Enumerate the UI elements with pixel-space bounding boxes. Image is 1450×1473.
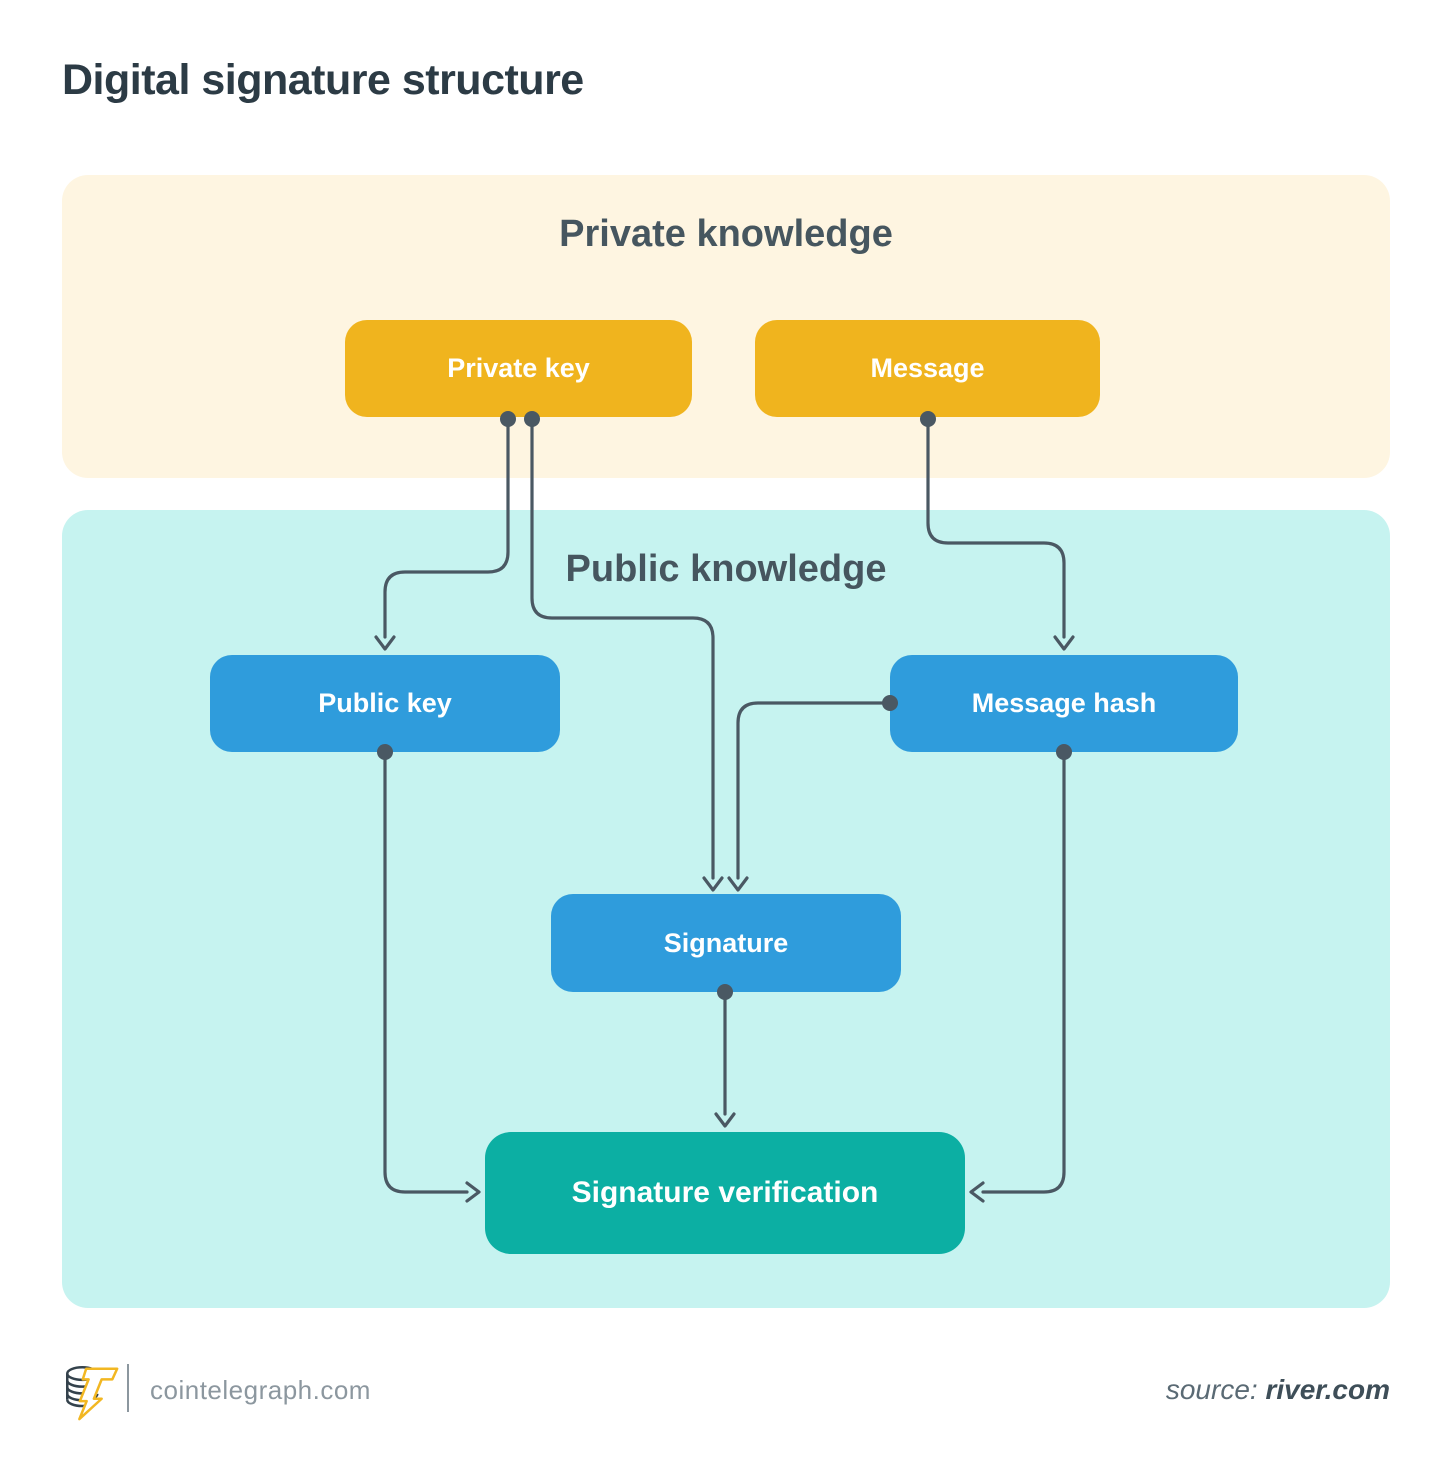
- node-message-hash-label: Message hash: [971, 688, 1157, 718]
- node-public-key-label: Public key: [318, 688, 452, 718]
- cointelegraph-logo: [66, 1366, 119, 1421]
- source-name: river.com: [1265, 1374, 1390, 1405]
- footer-divider: [127, 1364, 129, 1412]
- node-signature-verification: Signature verification: [485, 1132, 965, 1254]
- node-signature-verification-label: Signature verification: [571, 1176, 879, 1209]
- lightning-t-icon: [78, 1367, 119, 1421]
- node-signature-label: Signature: [663, 927, 789, 958]
- node-private-key: Private key: [345, 320, 692, 417]
- public-knowledge-heading: Public knowledge: [565, 548, 887, 590]
- node-signature: Signature: [551, 894, 901, 992]
- source-line: source: river.com: [1166, 1374, 1390, 1406]
- node-message-hash: Message hash: [890, 655, 1238, 752]
- footer: cointelegraph.com source: river.com: [0, 1352, 1450, 1432]
- node-message-label: Message: [870, 353, 985, 383]
- node-private-key-label: Private key: [447, 353, 590, 383]
- brand-domain: cointelegraph.com: [150, 1375, 371, 1405]
- node-message: Message: [755, 320, 1100, 417]
- private-knowledge-panel: Private knowledge: [62, 175, 1390, 478]
- page-title: Digital signature structure: [62, 56, 584, 104]
- node-public-key: Public key: [210, 655, 560, 752]
- source-prefix: source:: [1165, 1374, 1258, 1405]
- private-knowledge-heading: Private knowledge: [559, 213, 893, 255]
